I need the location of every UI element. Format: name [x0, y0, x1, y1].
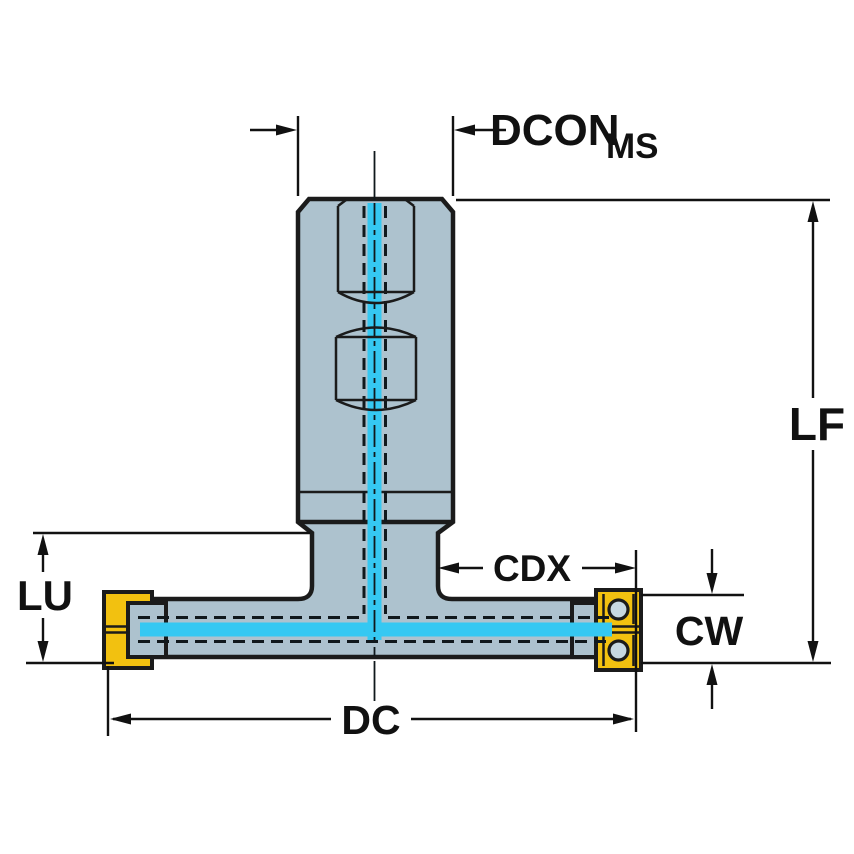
coolant-horizontal — [140, 622, 612, 637]
label-cdx: CDX — [493, 548, 571, 589]
arrowhead-down — [807, 641, 819, 662]
insert-screw-hole — [607, 598, 630, 621]
label-cw: CW — [675, 608, 744, 654]
bore-bottom-arc — [337, 290, 415, 305]
arrowhead-left — [454, 124, 475, 136]
dimension-dc: DC — [106, 666, 634, 743]
internal-bore — [334, 199, 418, 412]
dimension-lf: LF — [456, 198, 845, 662]
dimension-cdx: CDX — [438, 548, 638, 732]
arrowhead-down — [37, 641, 49, 662]
dimension-cw: CW — [641, 549, 831, 709]
label-dc: DC — [341, 697, 400, 743]
arrowhead-up — [37, 534, 49, 555]
arrowhead-left — [110, 713, 131, 725]
arrowhead-up — [706, 664, 718, 685]
bore-chamfer — [405, 199, 415, 207]
arrowhead-up — [807, 201, 819, 222]
arrowhead-right — [615, 562, 636, 574]
label-dcon: DCON — [490, 106, 620, 155]
arrowhead-down — [706, 573, 718, 594]
dimension-dcon: DCON MS — [250, 106, 659, 196]
dimension-lu: LU — [17, 531, 310, 665]
label-lf: LF — [789, 398, 845, 450]
coolant-vertical — [367, 203, 382, 640]
arrowhead-right — [276, 124, 297, 136]
arrowhead-left — [438, 562, 459, 574]
label-dcon-subscript: MS — [606, 127, 659, 166]
lower-cavity-top-arc — [335, 326, 417, 339]
label-lu: LU — [17, 572, 73, 619]
lower-cavity-bottom-arc — [335, 398, 417, 412]
arrowhead-right — [613, 713, 634, 725]
insert-screw-hole — [607, 639, 630, 662]
bore-chamfer — [337, 199, 347, 207]
